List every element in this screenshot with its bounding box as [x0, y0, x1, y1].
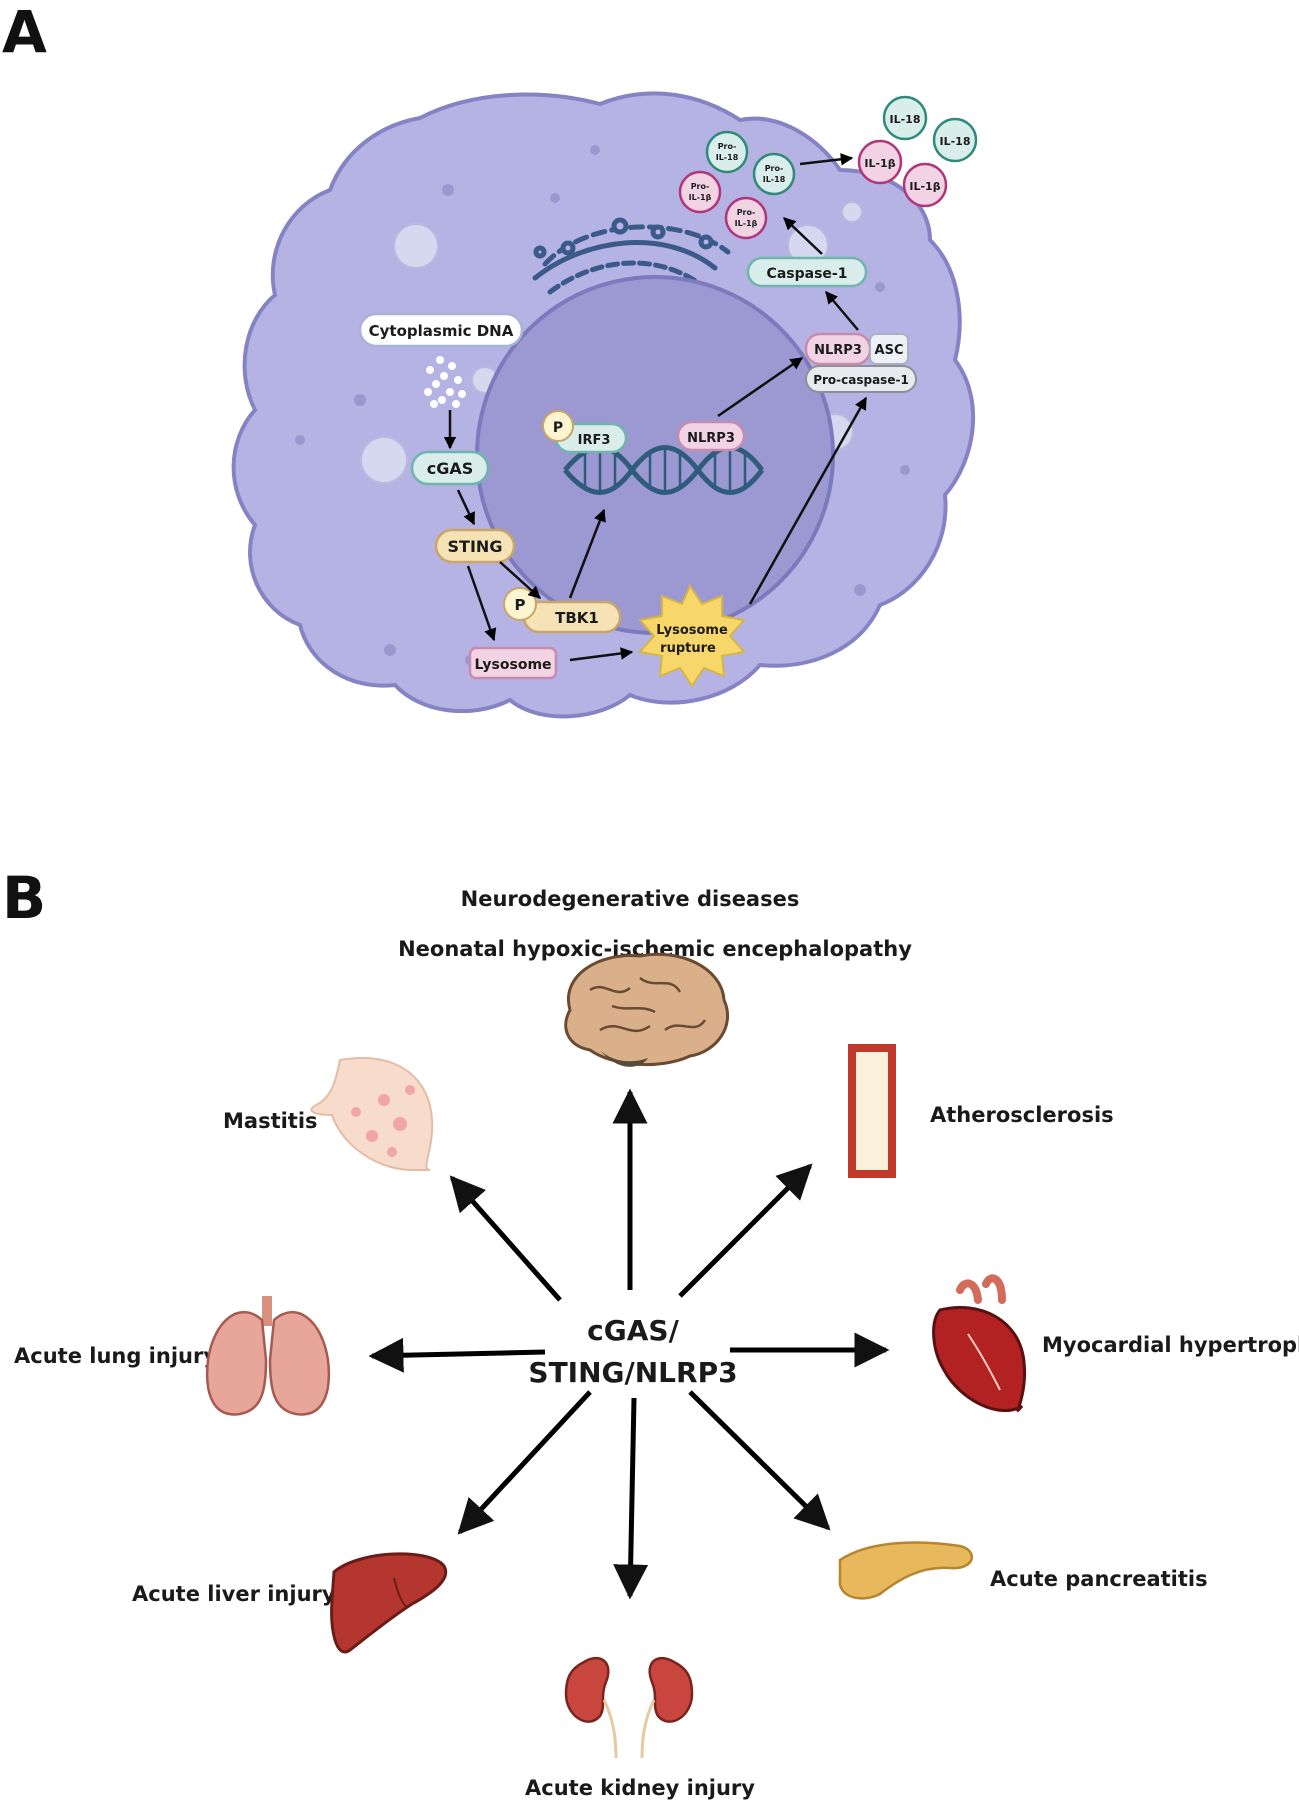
lysosome-rupture-line1: Lysosome [656, 623, 728, 638]
tbk1-label: TBK1 [555, 609, 599, 627]
heart-icon [932, 1274, 1027, 1412]
dna-fragments-icon [424, 356, 466, 408]
svg-text:IL-1β: IL-1β [735, 219, 758, 228]
sting-label: STING [448, 537, 503, 556]
arrow-to-liver [457, 1390, 592, 1535]
svg-text:IL-1β: IL-1β [689, 193, 712, 202]
asc-box [869, 333, 909, 365]
label-lung: Acute lung injury [14, 1344, 217, 1368]
center-label-line1: cGAS/ [587, 1314, 679, 1347]
caspase-label: Caspase-1 [767, 266, 848, 282]
liver-icon [330, 1552, 448, 1654]
svg-text:IL-18: IL-18 [763, 175, 786, 184]
disease-arrows [368, 1088, 890, 1600]
caspase-pill [746, 256, 868, 288]
pro-caspase-pill [805, 365, 917, 393]
arrow-to-atherosclerosis [678, 1163, 813, 1298]
arrow-tbk1-to-dna [568, 508, 606, 599]
asc-label: ASC [875, 343, 904, 358]
arrow-to-kidney [613, 1397, 649, 1600]
pro-il1b-circle: Pro- IL-1β [724, 196, 768, 240]
phosphate-label: P [515, 596, 526, 614]
svg-text:Pro-: Pro- [737, 208, 756, 217]
il18-circle: IL-18 [932, 117, 978, 163]
label-neurodegenerative: Neurodegenerative diseases [461, 887, 800, 911]
svg-text:Pro-: Pro- [691, 182, 710, 191]
il1b-circle: IL-1β [902, 162, 948, 208]
cgas-label: cGAS [427, 459, 474, 478]
arrow-cgas-to-sting [456, 489, 476, 526]
panel-b-label: B [2, 864, 46, 932]
svg-text:IL-1β: IL-1β [864, 157, 895, 170]
lungs-icon [205, 1296, 331, 1416]
label-pancreatitis: Acute pancreatitis [990, 1567, 1208, 1591]
pro-caspase-label: Pro-caspase-1 [813, 373, 909, 387]
cytoplasmic-dna-label: Cytoplasmic DNA [369, 322, 514, 340]
vacuole [841, 201, 863, 223]
label-myocardial: Myocardial hypertrophy [1042, 1333, 1299, 1357]
arrow-lysosome-to-rupture [569, 647, 634, 662]
panel-a-label: A [2, 0, 47, 66]
lysosome-box [468, 646, 558, 680]
svg-text:IL-18: IL-18 [716, 153, 739, 162]
vacuole [393, 223, 439, 269]
nlrp3-complex-label: NLRP3 [814, 343, 862, 358]
arrow-rupture-to-complex [748, 396, 868, 605]
arrow-to-pancreas [688, 1390, 831, 1531]
cgas-pill [410, 450, 490, 486]
arrow-complex-to-caspase [825, 291, 859, 331]
arrow-to-mastitis [449, 1175, 562, 1302]
arrow-sting-to-tbk1 [499, 561, 541, 599]
pathway-arrows [443, 153, 868, 662]
label-kidney: Acute kidney injury [525, 1776, 755, 1800]
kidneys-icon [564, 1656, 694, 1759]
lysosome-rupture-starburst [638, 583, 746, 688]
lysosome-label: Lysosome [474, 657, 551, 673]
arrow-nlrp3-to-complex [717, 356, 804, 418]
cytoplasmic-dna-pill [358, 312, 524, 348]
arrow-caspase-to-cytokines [783, 217, 823, 255]
label-mastitis: Mastitis [223, 1109, 318, 1133]
brain-icon [564, 952, 730, 1067]
svg-text:Pro-: Pro- [718, 142, 737, 151]
il18-circle: IL-18 [882, 95, 928, 141]
sting-pill [434, 528, 516, 564]
arrow-sting-to-lysosome [466, 565, 497, 642]
pro-il1b-circle: Pro- IL-1β [678, 170, 722, 214]
label-liver: Acute liver injury [132, 1582, 336, 1606]
pro-il18-circle: Pro- IL-18 [705, 130, 749, 174]
nucleus [475, 275, 835, 635]
phosphate-badge [542, 410, 574, 442]
arrow-cytokine-release [799, 153, 854, 166]
breast-icon [310, 1057, 434, 1171]
pancreas-icon [838, 1541, 974, 1600]
arrow-to-lung [368, 1337, 546, 1373]
svg-text:IL-1β: IL-1β [909, 180, 940, 193]
svg-text:IL-18: IL-18 [940, 135, 971, 148]
artery-icon [848, 1044, 896, 1178]
center-label-line2: STING/NLRP3 [528, 1356, 737, 1389]
vacuole [360, 436, 408, 484]
label-atherosclerosis: Atherosclerosis [930, 1103, 1114, 1127]
lysosome-rupture-line2: rupture [660, 641, 716, 656]
svg-text:Pro-: Pro- [765, 164, 784, 173]
pro-il18-circle: Pro- IL-18 [752, 152, 796, 196]
il1b-circle: IL-1β [857, 139, 903, 185]
phosphate-label: P [553, 420, 563, 436]
nlrp3-nucleus-label: NLRP3 [687, 431, 735, 446]
irf3-label: IRF3 [578, 433, 611, 448]
cell-diagram: Cytoplasmic DNA cGAS STING TBK1 P Lysoso… [231, 91, 978, 719]
nlrp3-nucleus-pill [676, 420, 746, 452]
svg-text:IL-18: IL-18 [890, 113, 921, 126]
